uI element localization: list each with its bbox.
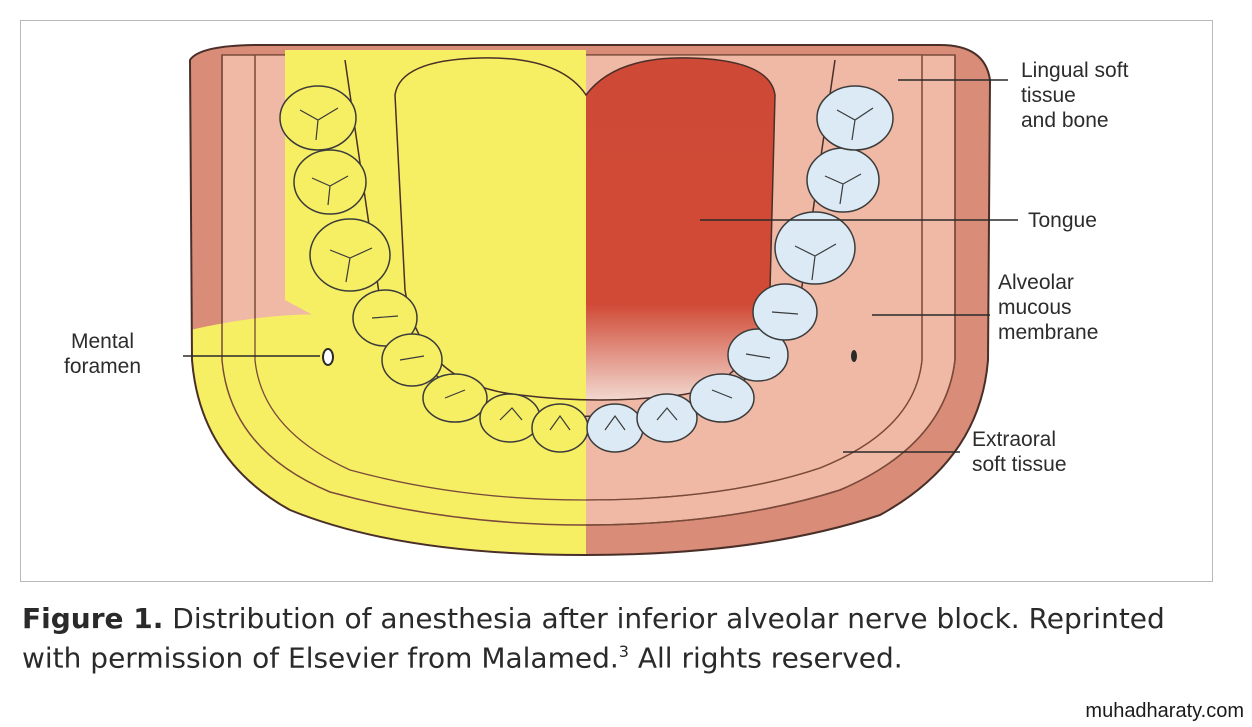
tooth-right-5: [727, 328, 789, 382]
watermark: muhadharaty.com: [1085, 700, 1244, 722]
label-lingual-soft-tissue: Lingual soft tissue and bone: [1021, 59, 1129, 132]
tooth-right-3: [774, 211, 856, 285]
tooth-left-5: [381, 333, 443, 387]
tooth-right-6: [689, 373, 755, 423]
label-mental-foramen: Mental foramen: [64, 330, 142, 378]
tooth-right-8: [586, 403, 644, 453]
tooth-left-3: [309, 218, 391, 292]
tooth-left-1: [279, 85, 357, 151]
tooth-left-6: [422, 373, 488, 423]
label-alveolar-mucous-membrane: Alveolar mucous membrane: [998, 271, 1099, 344]
tooth-right-7: [636, 393, 698, 443]
caption-figure-number: Figure 1.: [22, 602, 164, 635]
caption-tail: All rights reserved.: [628, 641, 903, 675]
teeth-arch: [279, 85, 894, 453]
label-tongue: Tongue: [1028, 209, 1097, 232]
caption-text: Distribution of anesthesia after inferio…: [22, 602, 1165, 675]
tooth-left-2: [293, 149, 367, 215]
caption-reference: 3: [618, 642, 629, 661]
tooth-right-2: [806, 147, 880, 213]
mandible-diagram: [183, 44, 1018, 557]
label-extraoral-soft-tissue: Extraoral soft tissue: [972, 428, 1067, 476]
tooth-left-8: [531, 403, 589, 453]
tooth-left-4: [352, 289, 418, 347]
tooth-left-7: [479, 393, 541, 443]
tooth-right-4: [752, 283, 818, 341]
figure-caption: Figure 1. Distribution of anesthesia aft…: [22, 602, 1222, 674]
mental-foramen-right: [851, 350, 857, 362]
mental-foramen-left: [322, 348, 334, 366]
tooth-right-1: [816, 85, 894, 151]
